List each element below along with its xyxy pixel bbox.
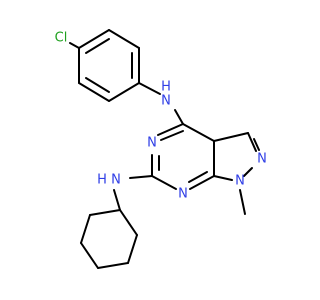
bond bbox=[78, 29, 110, 49]
molecule-structure: Cl N H N N N N N H bbox=[55, 29, 267, 269]
bond bbox=[119, 209, 138, 236]
bond-layer bbox=[69, 29, 260, 269]
bond bbox=[89, 209, 121, 216]
bond bbox=[85, 77, 110, 93]
bond bbox=[160, 130, 184, 141]
bond bbox=[151, 175, 177, 190]
pyrimidine-n1-label: N bbox=[178, 187, 188, 202]
bond bbox=[243, 167, 253, 177]
bond bbox=[80, 242, 99, 269]
bond bbox=[189, 175, 215, 190]
cyclohexyl-amine-nitrogen-label: N bbox=[111, 173, 121, 188]
bond bbox=[127, 234, 138, 264]
bond bbox=[69, 42, 80, 49]
bond bbox=[253, 138, 260, 151]
bond bbox=[108, 29, 140, 49]
bond bbox=[78, 82, 110, 102]
bond bbox=[213, 175, 233, 181]
bond bbox=[113, 189, 121, 211]
bond bbox=[108, 82, 140, 102]
bond bbox=[157, 123, 184, 136]
bond bbox=[80, 214, 91, 244]
pyrimidine-n3-label: N bbox=[147, 136, 157, 151]
aryl-amine-hydrogen-label: H bbox=[161, 80, 171, 95]
pyrazole-n2-label: N bbox=[257, 152, 267, 167]
bond bbox=[213, 132, 249, 142]
atom-labels: Cl N H N N N N N H bbox=[55, 31, 267, 202]
bond bbox=[174, 109, 184, 125]
aryl-amine-nitrogen-label: N bbox=[161, 94, 171, 109]
cyclohexyl-amine-hydrogen-label: H bbox=[97, 173, 107, 188]
chlorine-atom-label: Cl bbox=[55, 31, 68, 46]
bond bbox=[188, 171, 208, 183]
bond bbox=[239, 189, 246, 215]
pyrazole-n1-label: N bbox=[235, 174, 245, 189]
bond bbox=[247, 132, 257, 152]
bond bbox=[97, 262, 129, 269]
bond bbox=[138, 82, 161, 95]
bond bbox=[182, 123, 215, 142]
bond bbox=[129, 175, 153, 179]
bond bbox=[85, 38, 110, 54]
